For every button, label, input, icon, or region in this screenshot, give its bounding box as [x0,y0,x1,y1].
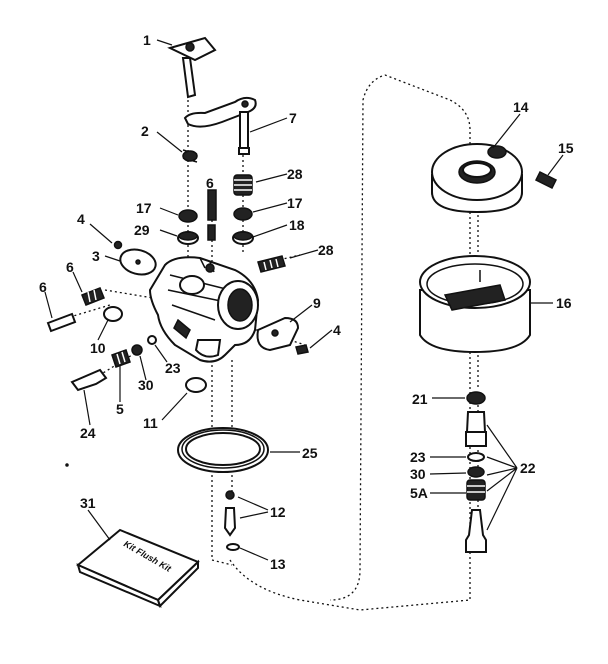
part-31-repair-kit: Kit Flush Kit [76,528,200,608]
callout-29: 29 [134,222,150,238]
part-29-seal [177,231,199,245]
callout-23-right: 23 [410,449,426,465]
part-6-screw-left [46,312,77,333]
callout-7: 7 [289,110,297,126]
callout-12: 12 [270,504,286,520]
callout-17-right: 17 [287,195,303,211]
callout-28-top: 28 [287,166,303,182]
callout-30-right: 30 [410,466,426,482]
part-9-gasket [256,316,300,352]
callout-1: 1 [143,32,151,48]
part-23-ring-right [467,452,485,462]
callout-5-lower: 5 [116,401,124,417]
part-14-bowl-cover [431,143,523,214]
part-5-spring-lower [111,349,131,368]
callout-15: 15 [558,140,574,156]
part-13-clip [226,543,240,551]
part-30-washer-left [131,344,143,356]
part-5A-spring [466,479,486,501]
part-7-choke-shaft [183,96,257,155]
callout-2: 2 [141,123,149,139]
callout-6-top: 6 [206,175,214,191]
part-23-ring-left [147,335,157,345]
part-4-screw-right [295,344,309,355]
callout-10: 10 [90,340,106,356]
callout-28-right: 28 [318,242,334,258]
part-17-washer-left [178,209,198,223]
part-22-main-jet-nozzle [465,411,487,447]
callout-4-top: 4 [77,211,85,227]
callout-22: 22 [520,460,536,476]
part-6-pin-top [207,189,217,221]
callout-6-mid: 6 [66,259,74,275]
callout-17-left: 17 [136,200,152,216]
part-5-spring-left [81,287,105,306]
part-12-ball [225,490,235,500]
part-22-adjusting-needle [465,509,487,553]
callout-5A: 5A [410,485,428,501]
part-30-washer-right [467,466,485,478]
leader-lines [44,39,564,561]
callout-24: 24 [80,425,96,441]
part-25-float-bowl-gasket [177,427,269,473]
callout-3: 3 [92,248,100,264]
callout-23-left: 23 [165,360,181,376]
callout-30-left: 30 [138,377,154,393]
callout-labels: 1 2 7 6 28 17 17 29 18 4 3 28 6 6 9 4 10… [39,32,574,572]
callout-18: 18 [289,217,305,233]
part-24-needle [70,368,108,392]
part-10-oring [103,306,123,322]
part-2-spring [182,149,198,163]
part-6-pin-mid [207,224,216,241]
part-12-needle [223,507,237,537]
callout-14: 14 [513,99,529,115]
part-11-plug [185,377,207,393]
callout-4-right: 4 [333,322,341,338]
part-1-throttle-plate [167,36,217,99]
callout-11: 11 [143,415,158,431]
callout-16: 16 [556,295,572,311]
callout-21: 21 [412,391,428,407]
part-28-spring-right [257,255,286,273]
stray-dot [65,463,69,467]
part-4-screw-top [113,240,123,250]
callout-31: 31 [80,495,96,511]
part-18-seal [232,231,254,245]
part-17-washer-right [233,207,253,221]
callout-9: 9 [313,295,321,311]
part-16-float-bowl [419,255,531,354]
callout-13: 13 [270,556,286,572]
carburetor-body [148,256,260,363]
part-21-washer [466,391,486,405]
part-15-screw [534,170,558,190]
callout-6-left: 6 [39,279,47,295]
part-3-choke-plate [119,248,157,276]
part-28-spring-top [233,174,253,196]
callout-25: 25 [302,445,318,461]
